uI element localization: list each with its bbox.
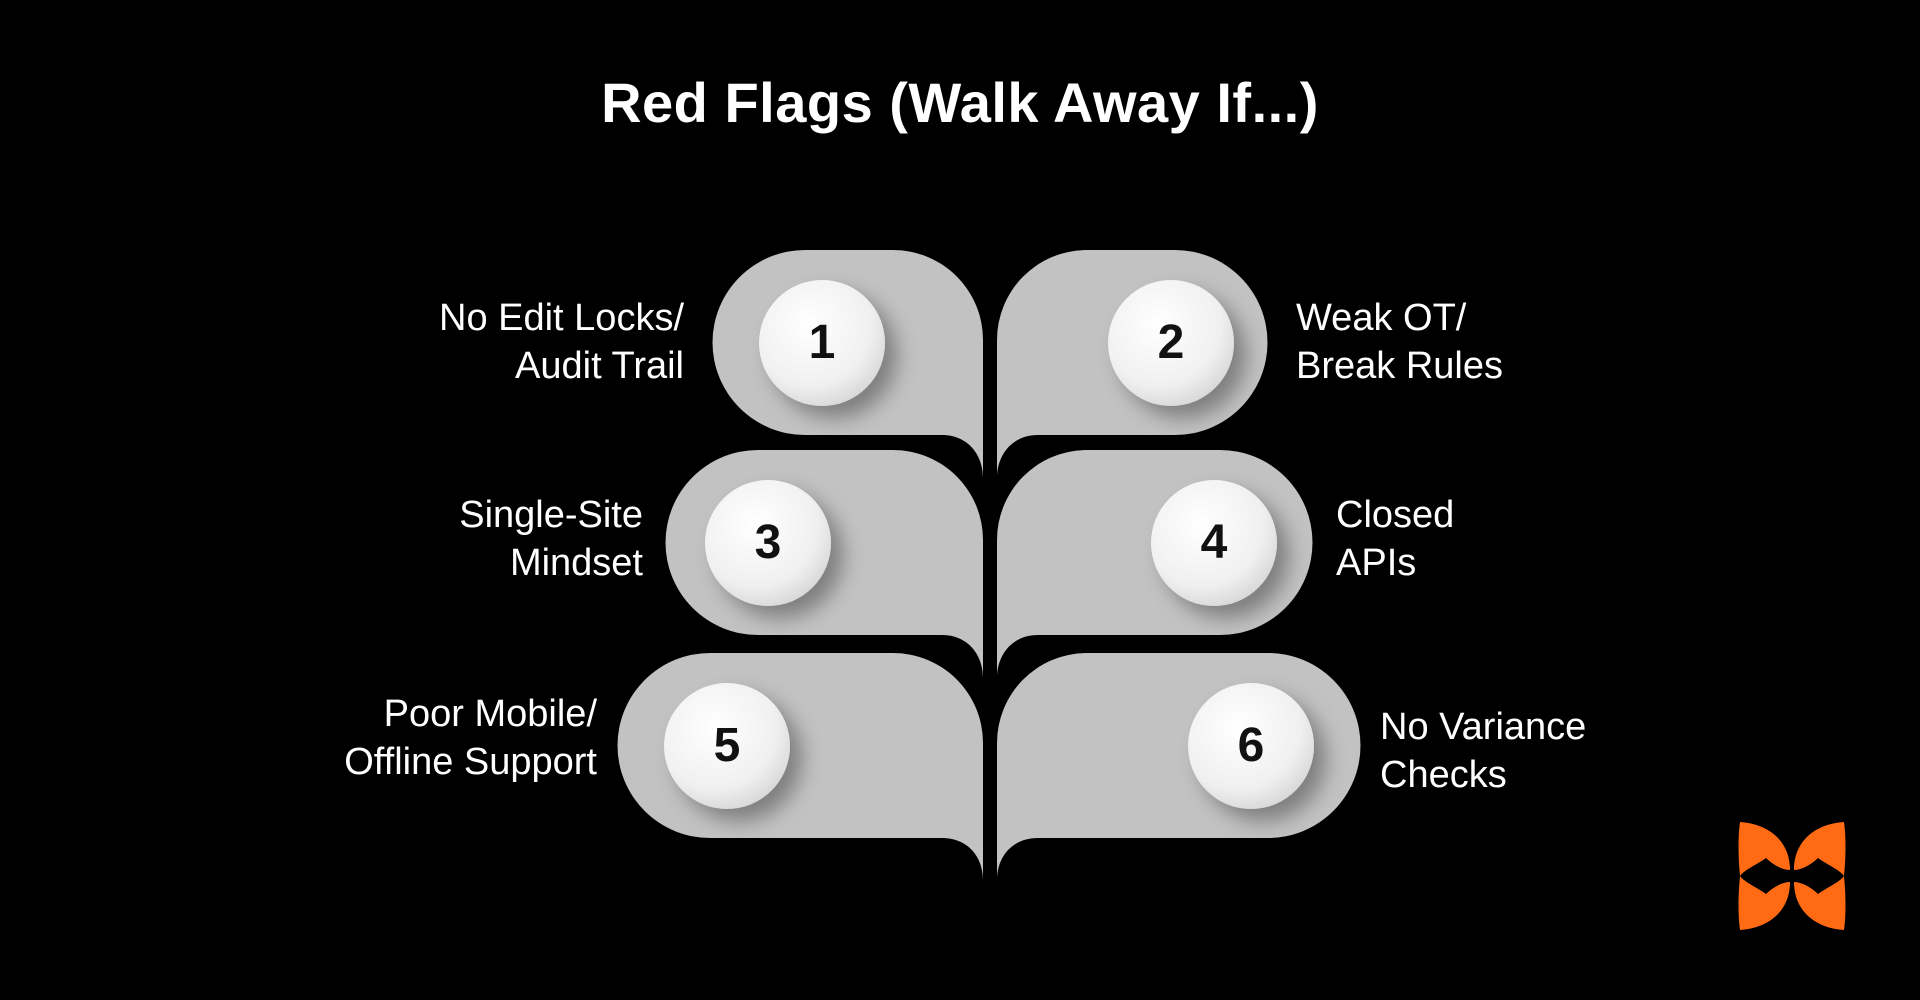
item-label-5-line2: Offline Support <box>344 741 597 783</box>
item-label-2: Weak OT/ Break Rules <box>1296 294 1503 390</box>
item-label-1-line2: Audit Trail <box>515 345 684 387</box>
item-label-6-line1: No Variance <box>1380 706 1587 748</box>
item-number-6: 6 <box>1237 719 1265 772</box>
number-circle-5 <box>664 683 790 809</box>
item-number-2: 2 <box>1157 316 1185 369</box>
item-label-3: Single-Site Mindset <box>459 491 643 587</box>
item-label-3-line1: Single-Site <box>459 494 643 536</box>
number-circle-4 <box>1151 480 1277 606</box>
item-number-5: 5 <box>713 719 741 772</box>
item-label-5: Poor Mobile/ Offline Support <box>344 690 597 786</box>
item-label-1-line1: No Edit Locks/ <box>439 297 684 339</box>
butterfly-logo-icon <box>1738 822 1846 930</box>
number-circle-3 <box>705 480 831 606</box>
item-label-4: Closed APIs <box>1336 491 1454 587</box>
item-label-1: No Edit Locks/ Audit Trail <box>439 294 684 390</box>
item-label-2-line2: Break Rules <box>1296 345 1503 387</box>
item-number-1: 1 <box>808 316 836 369</box>
item-label-3-line2: Mindset <box>509 542 643 584</box>
number-circle-2 <box>1108 280 1234 406</box>
item-label-4-line1: Closed <box>1336 494 1455 536</box>
number-circle-1 <box>759 280 885 406</box>
page-title: Red Flags (Walk Away If...) <box>601 71 1319 134</box>
item-number-3: 3 <box>754 516 782 569</box>
item-label-6: No Variance Checks <box>1380 703 1586 799</box>
item-number-4: 4 <box>1200 516 1228 569</box>
item-label-5-line1: Poor Mobile/ <box>383 693 597 735</box>
item-label-6-line2: Checks <box>1380 754 1507 796</box>
item-label-4-line2: APIs <box>1336 542 1417 584</box>
number-circle-6 <box>1188 683 1314 809</box>
item-label-2-line1: Weak OT/ <box>1296 297 1467 339</box>
